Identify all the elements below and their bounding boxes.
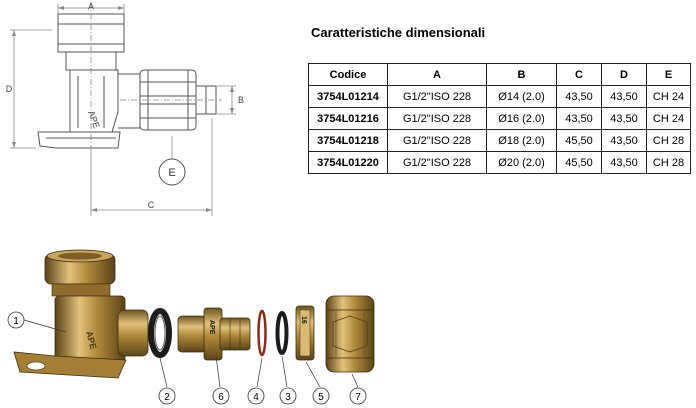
body-outline bbox=[69, 69, 119, 133]
dim-label-e: E bbox=[168, 167, 175, 179]
col-header-b: B bbox=[486, 63, 557, 86]
cell-d: 43,50 bbox=[601, 151, 647, 174]
table-row: 3754L01214 G1/2"ISO 228 Ø14 (2.0) 43,50 … bbox=[308, 85, 691, 108]
exploded-view: APE APE 16 bbox=[7, 249, 375, 405]
dim-label-b: B bbox=[238, 95, 244, 105]
dimension-e-circle bbox=[158, 158, 186, 186]
cell-codice: 3754L01214 bbox=[308, 85, 388, 108]
svg-text:4: 4 bbox=[253, 392, 259, 403]
part-3-oring bbox=[275, 311, 289, 355]
cell-b: Ø20 (2.0) bbox=[486, 151, 557, 174]
table-row: 3754L01216 G1/2"ISO 228 Ø16 (2.0) 43,50 … bbox=[308, 107, 691, 130]
dim-label-c: C bbox=[148, 200, 155, 210]
part-6-marking: APE bbox=[208, 320, 215, 335]
col-header-e: E bbox=[646, 63, 691, 86]
callout-6: 6 bbox=[212, 387, 230, 405]
part-6-insert: APE bbox=[177, 307, 251, 361]
cell-e: CH 24 bbox=[646, 107, 691, 130]
dimensions-table: Codice A B C D E 3754L01214 G1/2"ISO 228… bbox=[308, 63, 691, 174]
cell-codice: 3754L01216 bbox=[308, 107, 388, 130]
cell-a: G1/2"ISO 228 bbox=[387, 85, 487, 108]
part-7-nut bbox=[325, 295, 375, 373]
cell-d: 43,50 bbox=[601, 129, 647, 152]
svg-text:3: 3 bbox=[285, 392, 291, 403]
base-flange-outline bbox=[37, 131, 121, 149]
svg-text:2: 2 bbox=[164, 392, 170, 403]
col-header-d: D bbox=[601, 63, 647, 86]
cell-d: 43,50 bbox=[601, 107, 647, 130]
table-row: 3754L01218 G1/2"ISO 228 Ø18 (2.0) 45,50 … bbox=[308, 129, 691, 152]
cell-c: 43,50 bbox=[556, 85, 602, 108]
cell-c: 43,50 bbox=[556, 107, 602, 130]
part-5-split-ring: 16 bbox=[295, 305, 315, 361]
cell-a: G1/2"ISO 228 bbox=[387, 151, 487, 174]
svg-text:5: 5 bbox=[318, 392, 324, 403]
callout-2: 2 bbox=[158, 387, 176, 405]
callout-1: 1 bbox=[7, 311, 25, 329]
dim-label-d: D bbox=[6, 84, 13, 94]
cell-b: Ø18 (2.0) bbox=[486, 129, 557, 152]
cell-codice: 3754L01218 bbox=[308, 129, 388, 152]
part-5-marking: 16 bbox=[300, 316, 307, 324]
outlet-shoulder-outline bbox=[118, 73, 141, 129]
section-title: Caratteristiche dimensionali bbox=[311, 25, 486, 40]
cell-c: 45,50 bbox=[556, 129, 602, 152]
dim-label-a: A bbox=[88, 1, 94, 11]
cell-codice: 3754L01220 bbox=[308, 151, 388, 174]
callout-5: 5 bbox=[312, 387, 330, 405]
part-1-marking: APE bbox=[84, 330, 98, 350]
cell-e: CH 28 bbox=[646, 129, 691, 152]
svg-text:7: 7 bbox=[355, 392, 361, 403]
table-header-row: Codice A B C D E bbox=[308, 63, 691, 86]
svg-text:1: 1 bbox=[13, 316, 19, 327]
cell-b: Ø14 (2.0) bbox=[486, 85, 557, 108]
callout-4: 4 bbox=[247, 387, 265, 405]
part-2-oring bbox=[148, 308, 172, 358]
part-1-elbow-body: APE bbox=[13, 249, 149, 379]
cell-b: Ø16 (2.0) bbox=[486, 107, 557, 130]
table-row: 3754L01220 G1/2"ISO 228 Ø20 (2.0) 45,50 … bbox=[308, 151, 691, 174]
callout-7: 7 bbox=[349, 387, 367, 405]
col-header-codice: Codice bbox=[308, 63, 388, 86]
body-marking: APE bbox=[86, 109, 102, 129]
cell-c: 45,50 bbox=[556, 151, 602, 174]
callout-3: 3 bbox=[279, 387, 297, 405]
cell-d: 43,50 bbox=[601, 85, 647, 108]
svg-text:6: 6 bbox=[218, 392, 224, 403]
cell-e: CH 28 bbox=[646, 151, 691, 174]
col-header-c: C bbox=[556, 63, 602, 86]
cell-e: CH 24 bbox=[646, 85, 691, 108]
cell-a: G1/2"ISO 228 bbox=[387, 129, 487, 152]
technical-drawing: APE A D B C E bbox=[6, 1, 244, 216]
part-4-ring bbox=[257, 309, 267, 357]
col-header-a: A bbox=[387, 63, 487, 86]
cell-a: G1/2"ISO 228 bbox=[387, 107, 487, 130]
